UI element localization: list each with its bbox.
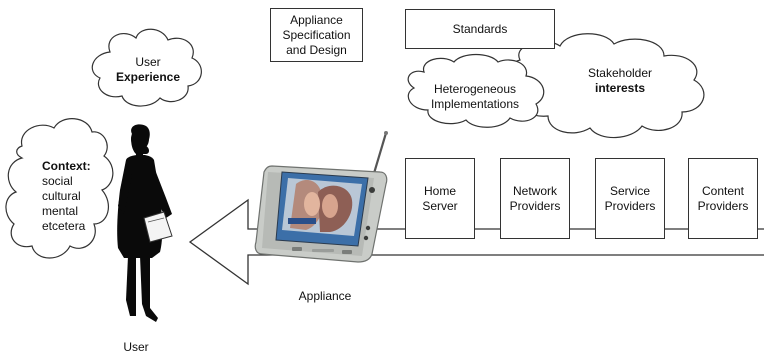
heterogeneous-line-2: Implementations	[430, 97, 520, 111]
user-experience-line-2: Experience	[115, 70, 181, 84]
stakeholder-line-1: Stakeholder	[587, 66, 653, 80]
network-providers-line-2: Providers	[509, 198, 561, 213]
spec-design-box: Appliance Specification and Design	[270, 8, 363, 62]
home-server-line-2: Server	[422, 198, 458, 213]
folder-icon	[143, 211, 173, 243]
context-item-mental: mental	[42, 204, 79, 218]
context-item-etcetera: etcetera	[42, 219, 86, 233]
network-providers-box: Network Providers	[500, 158, 570, 239]
spec-line-1: Appliance	[290, 12, 343, 27]
user-silhouette-icon	[117, 124, 172, 322]
service-providers-box: Service Providers	[595, 158, 665, 239]
content-providers-line-1: Content	[701, 183, 745, 198]
content-providers-box: Content Providers	[688, 158, 758, 239]
network-providers-line-1: Network	[512, 183, 557, 198]
appliance-device-icon	[254, 131, 388, 263]
stakeholder-line-2: interests	[594, 81, 646, 95]
context-heading: Context:	[42, 159, 91, 173]
cloud-heterogeneous	[407, 53, 545, 128]
content-providers-line-2: Providers	[697, 198, 749, 213]
home-server-line-1: Home	[423, 183, 456, 198]
cloud-stakeholder	[506, 33, 705, 139]
cloud-context	[5, 118, 114, 259]
context-label: Context: social cultural mental etcetera	[42, 159, 106, 234]
heterogeneous-line-1: Heterogeneous	[433, 82, 517, 96]
user-experience-line-1: User	[135, 55, 161, 69]
standards-label: Standards	[452, 21, 508, 36]
cloud-user-experience	[91, 28, 202, 107]
heterogeneous-label: Heterogeneous Implementations	[412, 82, 538, 112]
context-item-social: social	[42, 174, 73, 188]
context-item-cultural: cultural	[42, 189, 81, 203]
user-label: User	[123, 340, 149, 354]
stakeholder-label: Stakeholder interests	[570, 66, 670, 96]
home-server-box: Home Server	[405, 158, 475, 239]
appliance-label: Appliance	[298, 289, 352, 303]
spec-line-3: and Design	[286, 42, 347, 57]
service-providers-line-1: Service	[609, 183, 650, 198]
spec-line-2: Specification	[282, 27, 351, 42]
user-experience-label: User Experience	[106, 55, 190, 85]
standards-box: Standards	[405, 9, 555, 49]
service-providers-line-2: Providers	[604, 198, 656, 213]
